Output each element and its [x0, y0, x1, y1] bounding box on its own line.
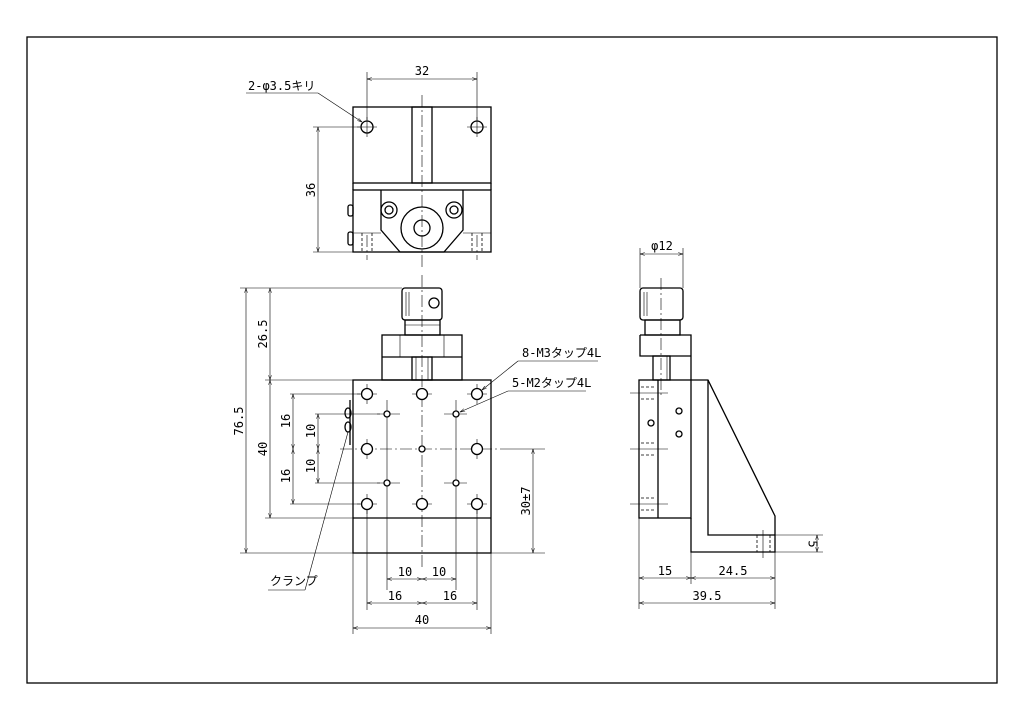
top-view: 32 36 2-φ3.5キリ — [246, 64, 492, 268]
clamp-knob — [347, 204, 354, 217]
note-m2-tap: 5-M2タップ4L — [512, 376, 591, 390]
hole-note: 2-φ3.5キリ — [248, 79, 315, 93]
angle-bracket — [690, 379, 776, 553]
note-m3-tap: 8-M3タップ4L — [522, 346, 601, 360]
dim-front-width: 40 — [415, 613, 429, 627]
dim-stage-depth: 15 — [658, 564, 672, 578]
dim-stroke: 30±7 — [519, 487, 533, 516]
dim-total-height: 76.5 — [232, 407, 246, 436]
note-clamp: クランプ — [270, 574, 318, 588]
front-view: 76.5 26.5 40 16 16 10 10 30±7 10 10 16 1… — [232, 275, 601, 634]
dim-top-width: 32 — [415, 64, 429, 78]
dim-v10-upper: 10 — [304, 424, 318, 438]
dim-v16-upper: 16 — [279, 414, 293, 428]
drawing-frame — [26, 36, 998, 684]
m3-tap-holes — [360, 387, 484, 511]
dim-v10-lower: 10 — [304, 459, 318, 473]
dim-table-height: 40 — [256, 442, 270, 456]
dim-knob-height: 26.5 — [256, 320, 270, 349]
dim-bracket-depth: 24.5 — [719, 564, 748, 578]
side-view: φ12 15 24.5 39.5 5 — [630, 239, 823, 609]
dim-v16-lower: 16 — [279, 469, 293, 483]
dim-total-depth: 39.5 — [693, 589, 722, 603]
dim-h10-right: 10 — [432, 565, 446, 579]
dim-h10-left: 10 — [398, 565, 412, 579]
dim-top-height: 36 — [304, 183, 318, 197]
dim-base-thickness: 5 — [806, 540, 820, 547]
dim-h16-right: 16 — [443, 589, 457, 603]
m2-tap-holes — [383, 410, 460, 487]
dim-knob-diameter: φ12 — [651, 239, 673, 253]
dim-h16-left: 16 — [388, 589, 402, 603]
